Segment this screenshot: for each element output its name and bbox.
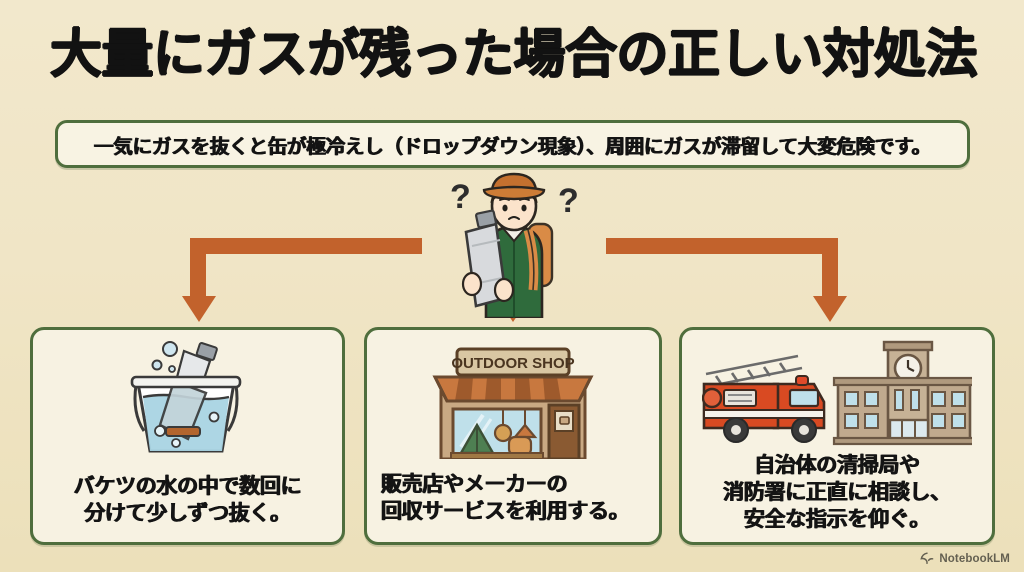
question-mark-left-icon: ? [450, 178, 471, 216]
arrow-to-left-card [182, 238, 422, 322]
advice-card-bucket: バケツの水の中で数回に 分けて少しずつ抜く。 [30, 327, 345, 545]
outdoor-shop-storefront-icon: OUTDOOR SHOP [432, 347, 594, 459]
page-title: 大量にガスが残った場合の正しい対処法 [50, 26, 978, 84]
arrow-to-right-card [606, 238, 847, 322]
card-3-artwork [682, 336, 992, 456]
card-2-caption: 販売店やメーカーの 回収サービスを利用する。 [381, 473, 630, 524]
warning-banner: 一気にガスを抜くと缶が極冷えし（ドロップダウン現象）、周囲にガスが滞留して大変危… [55, 120, 970, 168]
card-1-caption: バケツの水の中で数回に 分けて少しずつ抜く。 [73, 475, 302, 526]
bucket-of-water-with-canister-icon [130, 341, 241, 453]
card-3-caption: 自治体の清掃局や 消防署に正直に相談し、 安全な指示を仰ぐ。 [723, 454, 951, 532]
fire-truck-icon [702, 354, 826, 443]
question-mark-right-icon: ? [558, 182, 579, 220]
advice-card-shop: OUTDOOR SHOP [364, 327, 662, 545]
hero-illustration: ? ? [450, 172, 579, 318]
card-1-artwork [33, 336, 342, 456]
shop-sign-text: OUTDOOR SHOP [451, 355, 574, 372]
watermark-label: NotebookLM [939, 553, 1010, 565]
advice-card-authorities: 自治体の清掃局や 消防署に正直に相談し、 安全な指示を仰ぐ。 [679, 327, 995, 545]
warning-banner-text: 一気にガスを抜くと缶が極冷えし（ドロップダウン現象）、周囲にガスが滞留して大変危… [94, 135, 931, 158]
fire-truck-and-fire-station-icon [702, 340, 972, 446]
notebooklm-logo-icon [920, 552, 934, 565]
card-2-artwork: OUTDOOR SHOP [367, 336, 659, 459]
watermark: NotebookLM [920, 552, 1010, 566]
camper-hands [461, 271, 515, 303]
bucket-hat-icon [482, 172, 546, 201]
fire-station-building-icon [832, 340, 972, 446]
